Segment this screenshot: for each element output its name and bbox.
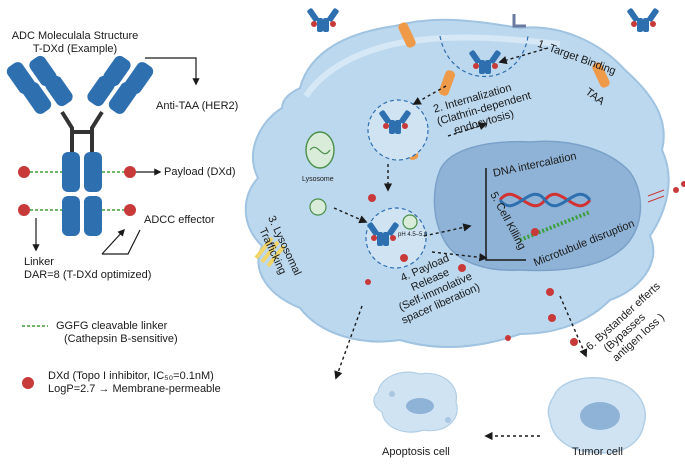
payload-label: Payload (DXd) [164, 166, 236, 178]
structure-title-line1: ADC Moleculala Structure [11, 30, 139, 42]
apoptosis-cell-graphic [373, 371, 458, 433]
taa-hook [512, 14, 526, 28]
anti-taa-label: Anti-TAA (HER2) [156, 100, 239, 112]
dna-helix [498, 192, 592, 208]
structure-title-line2: T-DXd (Example) [32, 43, 118, 55]
linker-label-line1: Linker [24, 256, 54, 268]
ggfg-legend: GGFG cleavable linker (Cathepsin B-sensi… [56, 320, 178, 346]
adc-antibody [6, 55, 154, 236]
structure-title: ADC Moleculala Structure T-DXd (Example) [0, 30, 150, 56]
small-lysosome [309, 198, 327, 216]
ggfg-legend-line1: GGFG cleavable linker [56, 320, 168, 332]
dxd-legend-line2: LogP=2.7 → Membrane-permeable [48, 383, 221, 395]
dxd-legend-symbol [22, 377, 34, 389]
lysosome-label: Lysosome [302, 176, 334, 183]
dxd-legend-line1: DXd (Topo I inhibitor, IC₅₀=0.1nM) [48, 370, 214, 382]
lysosome-organelle [305, 131, 335, 169]
ggfg-legend-line2: (Cathepsin B-sensitive) [64, 333, 178, 345]
adc-outside-1 [306, 7, 340, 32]
adc-outside-2 [626, 7, 660, 32]
dxd-legend: DXd (Topo I inhibitor, IC₅₀=0.1nM) LogP=… [48, 370, 221, 396]
tumor-cell-graphic [547, 377, 646, 454]
ph-label: pH 4.5–5.0 [398, 232, 428, 238]
linker-label-line2: DAR=8 (T-DXd optimized) [24, 269, 152, 281]
adcc-label: ADCC effector [144, 214, 215, 226]
apoptosis-label: Apoptosis cell [382, 446, 450, 458]
tumor-label: Tumor cell [572, 446, 623, 458]
linker-label: Linker DAR=8 (T-DXd optimized) [24, 256, 151, 282]
free-payloads [365, 181, 685, 346]
microtubule [519, 210, 591, 242]
